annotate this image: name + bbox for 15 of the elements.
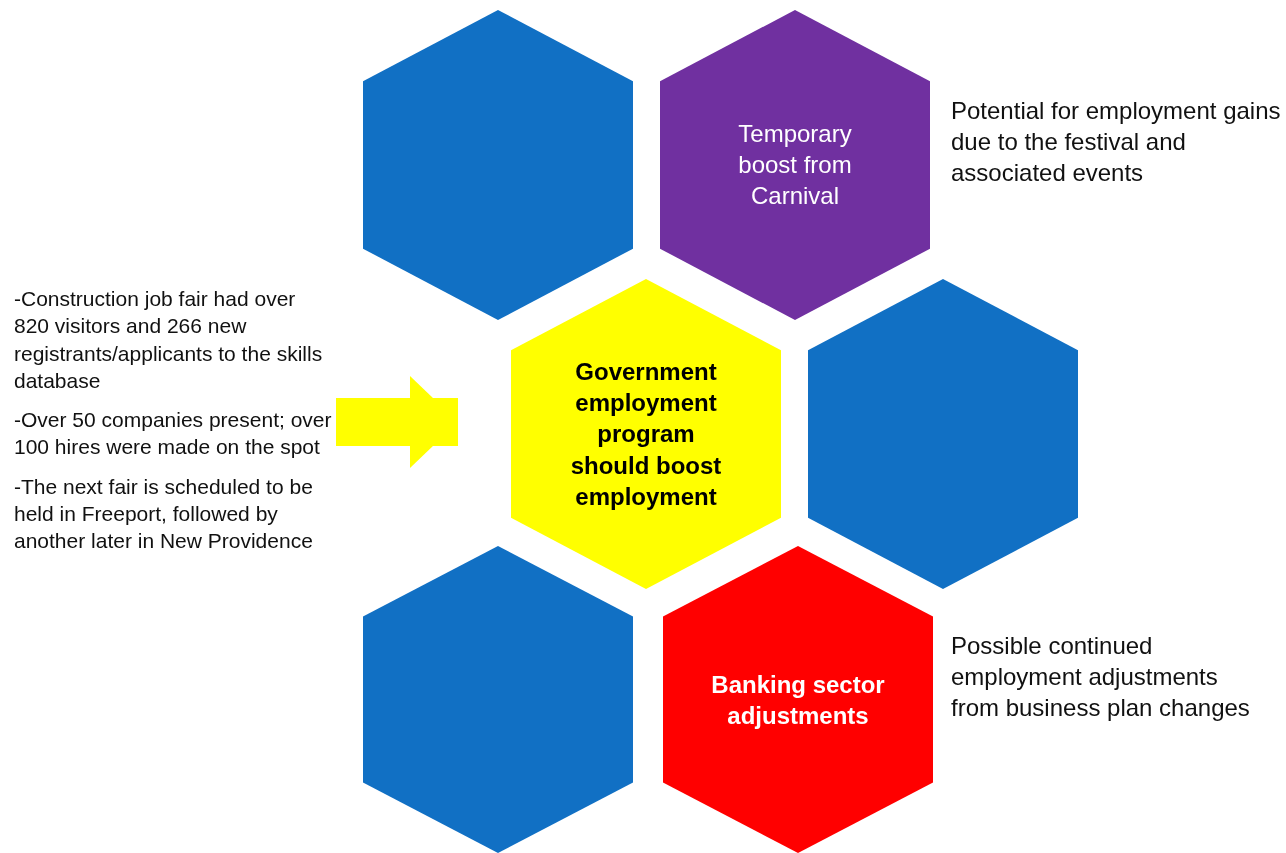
- hexagon: [663, 546, 933, 853]
- hexagon-label: Government employment program should boost employment: [569, 357, 723, 512]
- bullet-text: -Construction job fair had over 820 visitors and 266 new registrants/applicants to the skills database: [14, 286, 324, 394]
- bullet-text: -Over 50 companies present; over 100 hires were made on the spot: [14, 407, 333, 461]
- hexagon-label: Temporary boost from Carnival: [737, 119, 853, 212]
- hexagon-label: Banking sector adjustments: [710, 669, 886, 731]
- hexagon: [363, 10, 633, 320]
- bullet-text: -The next fair is scheduled to be held in Freeport, followed by another later in New Providence: [14, 473, 314, 555]
- hexagon: [808, 279, 1078, 589]
- side-note: Potential for employment gains due to the festival and associated events: [951, 96, 1281, 189]
- hexagon: [511, 279, 781, 589]
- side-note: Possible continued employment adjustments from business plan changes: [951, 631, 1251, 724]
- hexagon: [363, 546, 633, 853]
- block-arrow: [336, 376, 458, 468]
- hexagon: [660, 10, 930, 320]
